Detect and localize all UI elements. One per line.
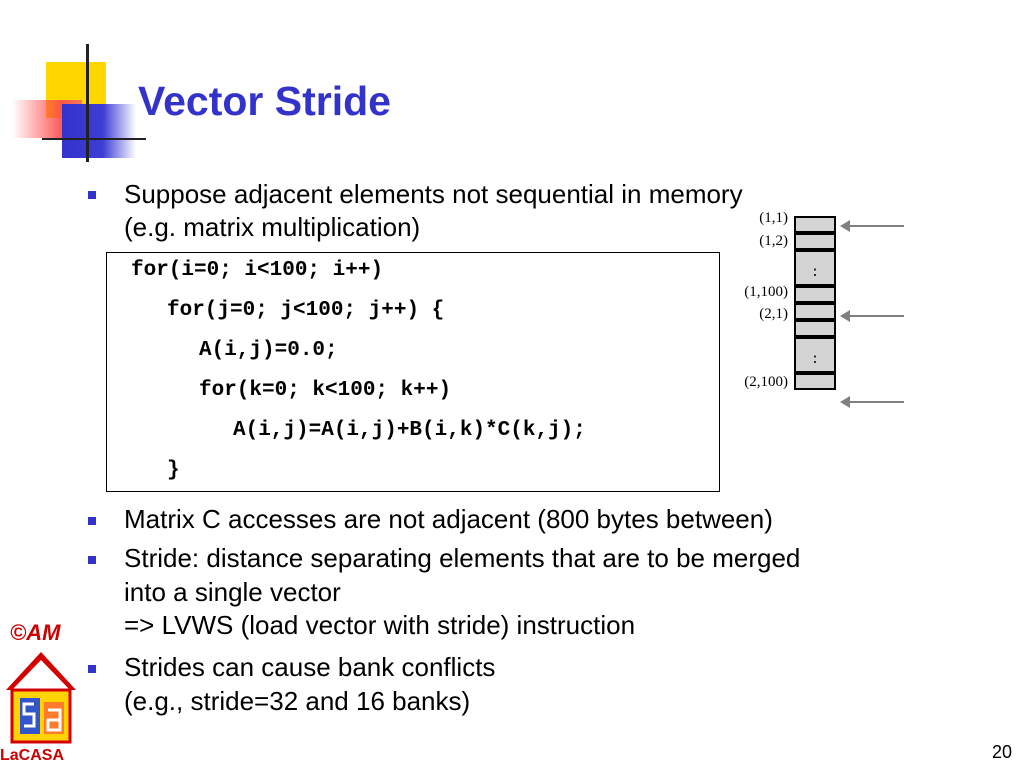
memory-cell bbox=[794, 233, 836, 250]
bullet-marker bbox=[88, 555, 98, 565]
code-line-6: } bbox=[167, 459, 180, 482]
memory-label-2-1: (2,1) bbox=[759, 306, 788, 322]
arrow-shaft bbox=[848, 315, 904, 317]
memory-cell bbox=[794, 286, 836, 303]
memory-label-1-100: (1,100) bbox=[744, 284, 788, 300]
lacasa-wordmark: LaCASA bbox=[0, 747, 64, 765]
memory-label-2-100: (2,100) bbox=[744, 374, 788, 390]
slide-title: Vector Stride bbox=[138, 78, 391, 124]
bullet-marker bbox=[88, 516, 98, 526]
code-block: for(i=0; i<100; i++) for(j=0; j<100; j++… bbox=[106, 252, 720, 492]
bullet-3-line-2: into a single vector bbox=[124, 577, 341, 607]
decor-blue-block bbox=[62, 104, 136, 158]
arrow-shaft bbox=[848, 401, 904, 403]
arrow-left-icon bbox=[840, 310, 850, 322]
memory-cell-gap bbox=[794, 337, 836, 373]
memory-label-1-2: (1,2) bbox=[759, 233, 788, 249]
memory-cell bbox=[794, 373, 836, 390]
memory-cell bbox=[794, 303, 836, 320]
arrow-shaft bbox=[848, 225, 904, 227]
memory-cell-gap bbox=[794, 250, 836, 286]
decor-horizontal-line bbox=[42, 138, 146, 140]
page-number: 20 bbox=[992, 742, 1013, 762]
memory-cell bbox=[794, 216, 836, 233]
code-line-5: A(i,j)=A(i,j)+B(i,k)*C(k,j); bbox=[233, 419, 586, 442]
bullet-4-line-1: Strides can cause bank conflicts bbox=[124, 652, 496, 682]
lacasa-text: LaCASA bbox=[0, 747, 65, 764]
memory-ellipsis: : bbox=[810, 265, 820, 281]
bullet-1-line-1: Suppose adjacent elements not sequential… bbox=[124, 179, 743, 209]
memory-ellipsis: : bbox=[810, 352, 820, 368]
bullet-3-line-1: Stride: distance separating elements tha… bbox=[124, 543, 801, 573]
code-line-3: A(i,j)=0.0; bbox=[199, 339, 338, 362]
code-line-1: for(i=0; i<100; i++) bbox=[131, 259, 384, 282]
copyright-mark: ©AM bbox=[10, 620, 61, 645]
memory-cell bbox=[794, 320, 836, 337]
code-line-4: for(k=0; k<100; k++) bbox=[199, 379, 452, 402]
code-line-2: for(j=0; j<100; j++) { bbox=[167, 299, 445, 322]
bullet-marker bbox=[88, 190, 98, 200]
bullet-4-line-2: (e.g., stride=32 and 16 banks) bbox=[124, 686, 471, 716]
arrow-left-icon bbox=[840, 396, 850, 408]
decor-vertical-line bbox=[86, 44, 89, 162]
bullet-1-line-2: (e.g. matrix multiplication) bbox=[124, 212, 421, 242]
memory-label-1-1: (1,1) bbox=[759, 210, 788, 226]
bullet-2-line-1: Matrix C accesses are not adjacent (800 … bbox=[124, 504, 773, 534]
lacasa-house-logo-icon bbox=[6, 652, 76, 744]
bullet-marker bbox=[88, 664, 98, 674]
arrow-left-icon bbox=[840, 220, 850, 232]
bullet-3-line-3: => LVWS (load vector with stride) instru… bbox=[124, 610, 636, 640]
